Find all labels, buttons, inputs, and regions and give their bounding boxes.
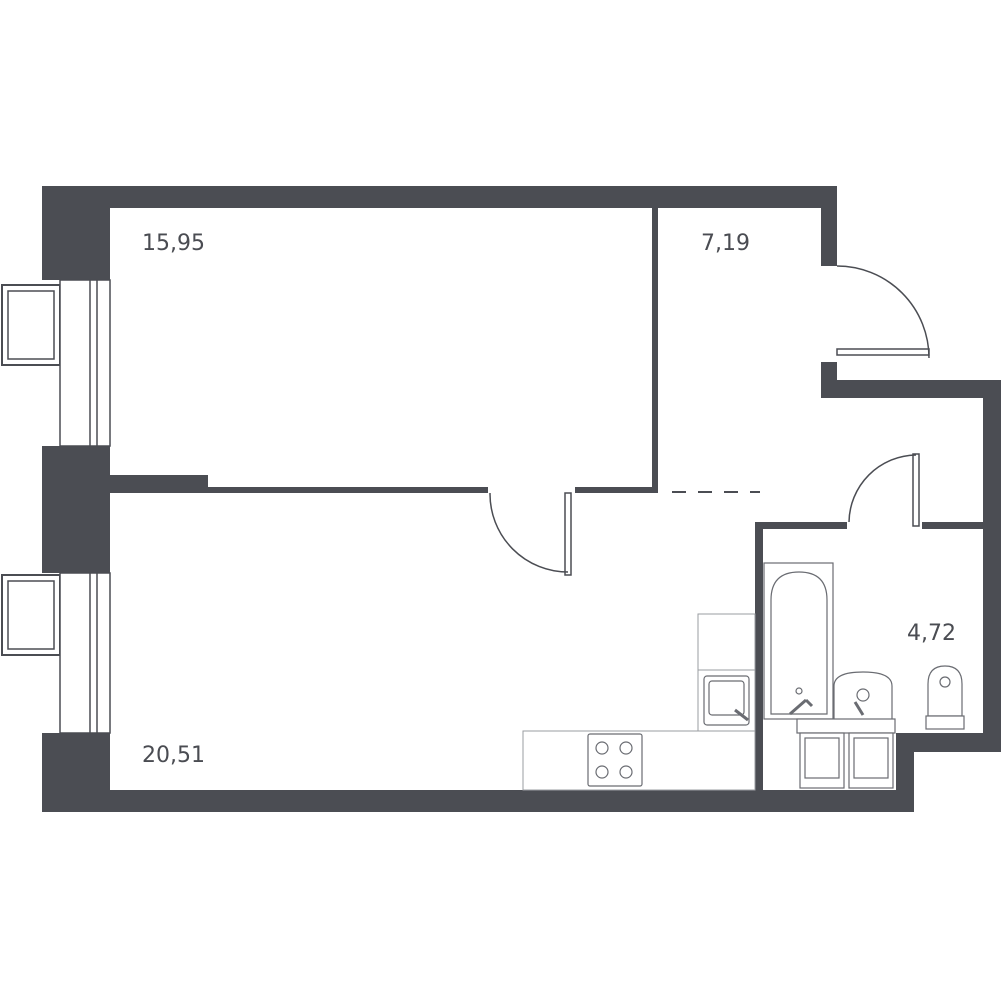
window-upper [1, 279, 111, 447]
kitchen-sink [703, 675, 750, 726]
bedroom-door [489, 492, 572, 576]
outer-walls [42, 186, 1001, 812]
toilet [925, 665, 965, 730]
hall-area-label: 7,19 [701, 231, 750, 256]
bathroom-sink [833, 671, 893, 721]
living-kitchen-area-label: 20,51 [142, 743, 205, 768]
bathroom-area-label: 4,72 [907, 621, 956, 646]
bedroom-area-label: 15,95 [142, 231, 205, 256]
bathtub [763, 562, 834, 720]
window-lower [1, 572, 111, 734]
cooktop [587, 733, 643, 787]
entry-door [836, 265, 930, 359]
bathroom-door [848, 453, 920, 527]
interior-walls [110, 208, 983, 812]
washing-machines [796, 718, 896, 789]
